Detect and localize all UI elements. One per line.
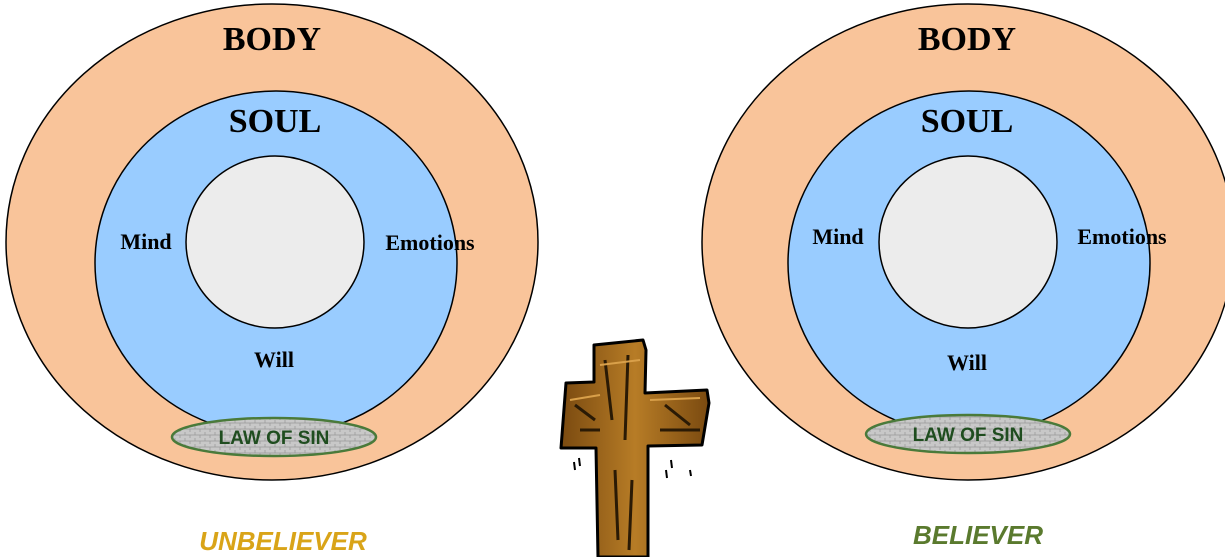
right-diagram: BODY SOUL Mind Emotions Will LAW OF SIN …: [702, 4, 1225, 550]
left-law-of-sin-label: LAW OF SIN: [219, 428, 330, 449]
right-law-of-sin-label: LAW OF SIN: [913, 425, 1024, 446]
right-mind-label: Mind: [812, 224, 863, 249]
left-soul-label: SOUL: [229, 103, 322, 140]
left-body-label: BODY: [223, 21, 321, 58]
left-mind-label: Mind: [120, 229, 171, 254]
wooden-cross-icon: [561, 340, 709, 557]
left-spirit-circle: [186, 156, 364, 328]
right-soul-label: SOUL: [921, 103, 1014, 140]
unbeliever-caption: UNBELIEVER: [199, 526, 367, 556]
right-law-of-sin-badge: LAW OF SIN: [866, 415, 1070, 453]
believer-caption: BELIEVER: [913, 520, 1043, 550]
left-will-label: Will: [254, 347, 294, 372]
left-law-of-sin-badge: LAW OF SIN: [172, 418, 376, 456]
right-spirit-circle: [879, 156, 1057, 328]
left-diagram: BODY SOUL Mind Emotions Will LAW OF SIN …: [6, 4, 538, 556]
right-will-label: Will: [947, 350, 987, 375]
right-emotions-label: Emotions: [1077, 224, 1167, 249]
left-emotions-label: Emotions: [385, 230, 475, 255]
right-body-label: BODY: [918, 21, 1016, 58]
